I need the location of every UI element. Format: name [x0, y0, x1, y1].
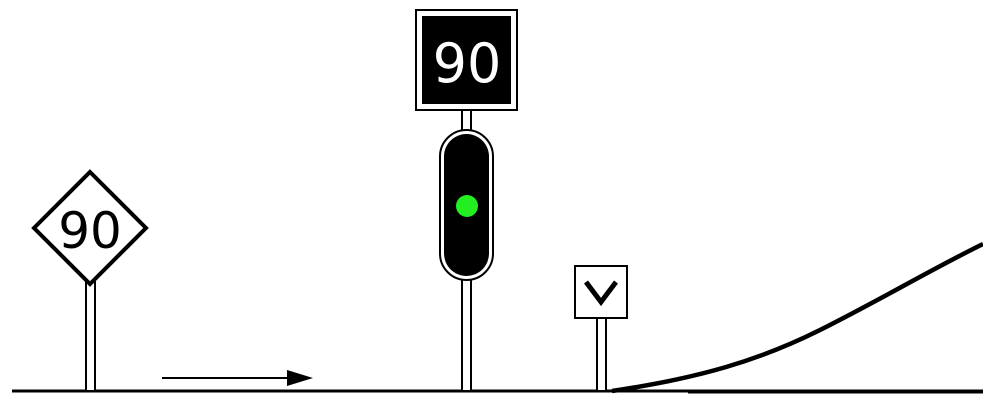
divergence-marker: [574, 265, 628, 392]
advance-speed-board-value: 90: [58, 202, 122, 260]
direction-arrow-icon: [162, 370, 313, 386]
advance-speed-board: 90: [31, 169, 149, 392]
divergence-marker-board: [574, 265, 628, 319]
divergence-marker-post: [596, 317, 607, 392]
main-signal: 90: [415, 9, 518, 392]
chevron-down-icon: [584, 280, 618, 307]
advance-speed-board-diamond: [31, 169, 149, 287]
signal-lamp-green: [456, 195, 478, 217]
speed-indicator-board: [422, 16, 511, 104]
signal-post: [461, 274, 472, 392]
advance-speed-board-post: [85, 279, 96, 392]
diverging-track: [611, 241, 983, 394]
speed-indicator-value: 90: [433, 32, 502, 95]
